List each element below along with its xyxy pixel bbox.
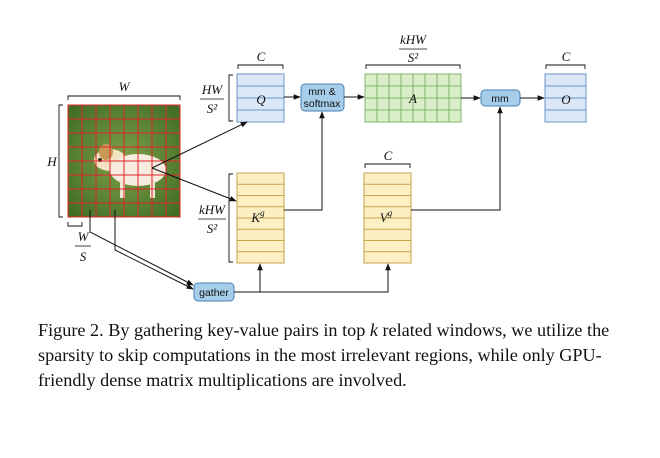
height-brace <box>58 104 63 218</box>
a-cols-den: S² <box>408 50 420 65</box>
image-width-label: W <box>119 79 131 94</box>
q-rows-num: HW <box>201 82 223 97</box>
k-rows-num: kHW <box>199 202 226 217</box>
q-rows-den: S² <box>207 101 219 116</box>
flow-arrows <box>89 94 545 293</box>
window-size-num: W <box>78 229 90 244</box>
v-label: Vg <box>380 208 393 225</box>
attention-matrix <box>364 73 462 123</box>
o-label: O <box>561 92 571 107</box>
a-cols-num: kHW <box>400 32 427 47</box>
q-cols-label: C <box>257 49 266 64</box>
k-gathered-matrix <box>236 172 285 264</box>
window-brace <box>67 222 83 227</box>
mm-softmax-op: mm & softmax <box>300 83 345 112</box>
output-matrix <box>544 73 587 123</box>
o-cols-label: C <box>562 49 571 64</box>
width-brace <box>67 95 181 100</box>
svg-text:softmax: softmax <box>304 98 342 110</box>
svg-text:mm &: mm & <box>308 86 335 98</box>
gather-op: gather <box>193 282 235 302</box>
figure-caption: Figure 2. By gathering key-value pairs i… <box>38 320 610 390</box>
image-height-label: H <box>46 154 57 169</box>
v-gathered-matrix <box>363 172 412 264</box>
mm-op: mm <box>480 89 521 107</box>
svg-text:gather: gather <box>199 287 229 299</box>
svg-text:mm: mm <box>491 93 509 105</box>
architecture-diagram: W H W S Q C HW S² Kg kHW S² Vg C A kHW S… <box>46 32 587 302</box>
q-label: Q <box>256 92 266 107</box>
q-matrix <box>236 73 285 123</box>
k-label: Kg <box>250 208 265 225</box>
a-label: A <box>408 91 417 106</box>
v-cols-label: C <box>384 148 393 163</box>
input-image <box>67 104 181 218</box>
window-size-den: S <box>80 249 87 264</box>
k-rows-den: S² <box>207 221 219 236</box>
